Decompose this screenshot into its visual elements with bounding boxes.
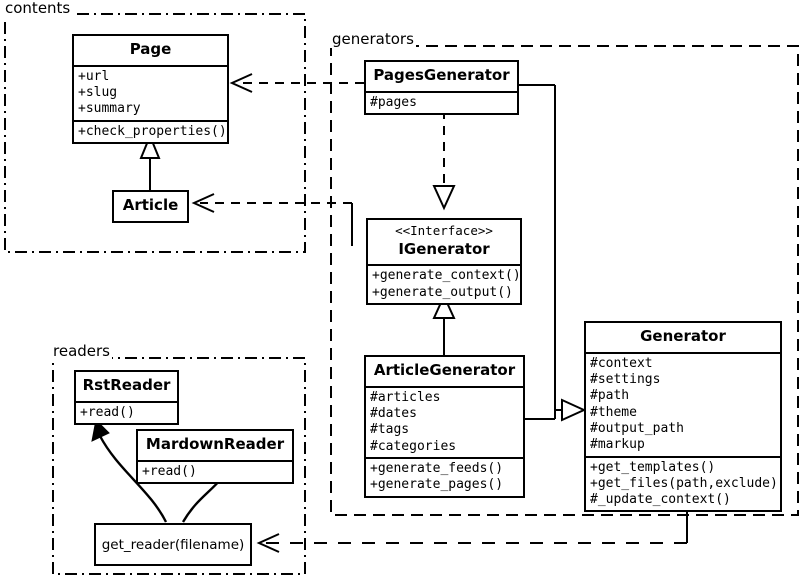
class-igenerator[interactable]: <<Interface>> IGenerator +generate_conte… xyxy=(366,218,522,305)
attribute: #markup xyxy=(590,437,645,453)
class-generator-attributes: #context #settings #path #theme #output_… xyxy=(586,351,780,456)
relation-generators-generalize-generator xyxy=(519,84,587,422)
function-get-reader-label: get_reader(filename) xyxy=(101,536,245,553)
class-page-attributes: +url +slug +summary xyxy=(74,64,227,120)
class-articlegenerator-attributes: #articles #dates #tags #categories xyxy=(366,385,523,457)
class-generator-methods: +get_templates() +get_files(path,exclude… xyxy=(586,455,780,511)
class-mardownreader[interactable]: MardownReader +read() xyxy=(136,429,294,485)
class-rstreader-title: RstReader xyxy=(82,376,171,394)
package-label-readers: readers xyxy=(51,342,112,360)
class-page[interactable]: Page +url +slug +summary +check_properti… xyxy=(72,34,229,144)
class-generator[interactable]: Generator #context #settings #path #them… xyxy=(584,321,782,513)
method: +check_properties() xyxy=(78,123,227,139)
attribute: #path xyxy=(590,388,630,404)
relation-pagesgenerator-depends-page xyxy=(229,73,364,93)
class-articlegenerator-methods: +generate_feeds() +generate_pages() xyxy=(366,456,523,496)
class-page-methods: +check_properties() xyxy=(74,119,227,142)
package-label-contents: contents xyxy=(3,0,73,17)
attribute: #categories xyxy=(370,438,457,454)
attribute: #context xyxy=(590,355,653,371)
class-igenerator-name: IGenerator xyxy=(398,239,490,258)
attribute: #output_path xyxy=(590,420,684,436)
class-articlegenerator-title: ArticleGenerator xyxy=(373,361,516,379)
relation-generators-depends-article xyxy=(191,193,353,246)
attribute: +slug xyxy=(78,85,118,101)
class-mardownreader-title: MardownReader xyxy=(145,435,285,453)
attribute: #theme xyxy=(590,404,637,420)
attribute: #dates xyxy=(370,406,417,422)
method: +generate_output() xyxy=(372,284,513,300)
attribute: +url xyxy=(78,68,110,84)
method: +generate_context() xyxy=(372,268,521,284)
function-get-reader[interactable]: get_reader(filename) xyxy=(94,523,252,566)
attribute: +summary xyxy=(78,101,141,117)
method: +get_templates() xyxy=(590,459,716,475)
relation-pagesgenerator-realizes-igenerator xyxy=(432,110,456,211)
class-rstreader[interactable]: RstReader +read() xyxy=(74,370,179,426)
relation-article-generalizes-page xyxy=(139,133,161,190)
method: +generate_pages() xyxy=(370,477,504,493)
class-article-title: Article xyxy=(122,196,179,214)
attribute: #pages xyxy=(370,94,417,110)
method: +generate_feeds() xyxy=(370,460,504,476)
class-article[interactable]: Article xyxy=(112,190,189,223)
method: +read() xyxy=(80,404,135,420)
class-igenerator-methods: +generate_context() +generate_output() xyxy=(368,264,521,303)
class-igenerator-title: <<Interface>> IGenerator xyxy=(368,220,520,264)
class-pagesgenerator-title: PagesGenerator xyxy=(373,66,510,84)
class-generator-title: Generator xyxy=(640,327,726,345)
class-pagesgenerator-attributes: #pages xyxy=(366,90,517,113)
class-mardownreader-methods: +read() xyxy=(138,459,292,482)
class-page-title: Page xyxy=(129,40,172,58)
class-igenerator-stereotype: <<Interface>> xyxy=(395,223,493,238)
method: +get_files(path,exclude) xyxy=(590,475,778,491)
attribute: #tags xyxy=(370,422,410,438)
class-rstreader-methods: +read() xyxy=(76,400,177,423)
class-pagesgenerator[interactable]: PagesGenerator #pages xyxy=(364,60,519,116)
attribute: #settings xyxy=(590,372,661,388)
package-label-generators: generators xyxy=(330,30,416,48)
method: +read() xyxy=(142,463,197,479)
class-articlegenerator[interactable]: ArticleGenerator #articles #dates #tags … xyxy=(364,355,525,498)
attribute: #articles xyxy=(370,389,441,405)
method: #_update_context() xyxy=(590,492,731,508)
